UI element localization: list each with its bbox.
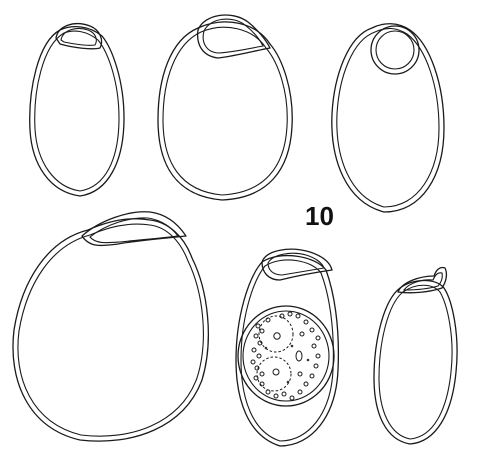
figure-number: 10 — [305, 203, 334, 229]
spore-2 — [158, 15, 292, 200]
spore-6 — [374, 267, 457, 444]
spore-1 — [30, 24, 124, 196]
spore-3 — [332, 24, 444, 212]
spore-4 — [13, 212, 208, 441]
spore-5 — [236, 249, 338, 446]
